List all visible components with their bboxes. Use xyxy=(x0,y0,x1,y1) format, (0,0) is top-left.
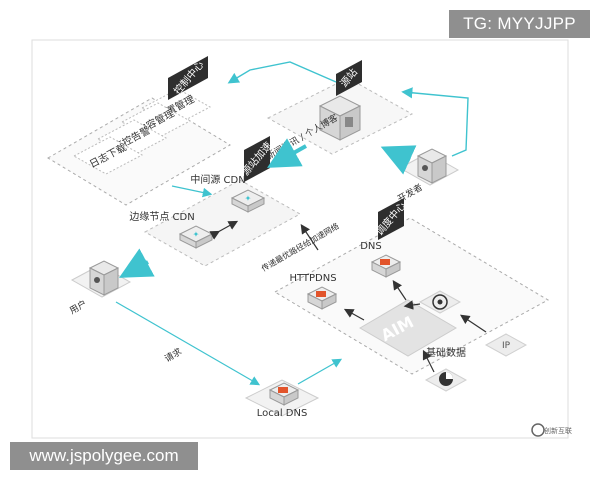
scheduling-group: DNS HTTPDNS AIM IP 基础数据 xyxy=(273,198,550,392)
ip-icon: IP xyxy=(484,333,528,357)
edge-cdn-label: 边缘节点 CDN xyxy=(129,210,194,223)
user-group: 用户 xyxy=(67,260,132,317)
ip-label: IP xyxy=(502,341,511,351)
local-dns-label: Local DNS xyxy=(257,408,308,419)
basic-data-icon xyxy=(424,368,468,392)
mid-cdn-node: ✦ xyxy=(230,189,266,213)
dns-label: DNS xyxy=(360,241,382,252)
mid-cdn-label: 中间源 CDN xyxy=(190,173,245,186)
user-label: 用户 xyxy=(67,297,89,316)
request-label: 请求 xyxy=(162,345,184,364)
local-dns-group: Local DNS xyxy=(244,379,320,419)
mid-cdn-icon: ✦ xyxy=(245,194,252,203)
acceleration-tag: 源站加速 xyxy=(239,136,274,182)
httpdns-node xyxy=(306,286,338,310)
scheduling-panel xyxy=(273,217,550,375)
aim-to-dns-arrow xyxy=(392,280,407,301)
acceleration-panel xyxy=(143,179,302,267)
user-device-icon xyxy=(88,260,120,296)
flow-origin-to-control xyxy=(227,61,337,84)
aim-block: AIM xyxy=(359,299,457,357)
aim-to-httpdns-arrow xyxy=(343,308,365,321)
target-to-aim-arrow xyxy=(403,300,421,310)
flow-accel-to-user xyxy=(118,248,155,278)
watermark-bottom: www.jspolygee.com xyxy=(10,442,198,470)
control-center-tag: 控制中心 xyxy=(168,56,208,100)
edge-cdn-icon: ✦ xyxy=(193,230,200,239)
watermark-top: TG: MYYJJPP xyxy=(449,10,590,38)
basic-data-label: 基础数据 xyxy=(426,346,466,359)
flow-localdns-to-scheduling xyxy=(297,358,343,385)
control-center-group: 配置管理 内容管理 监控告警 日志下载 控制中心 xyxy=(47,56,231,206)
target-icon xyxy=(418,290,462,314)
flow-user-to-localdns xyxy=(115,301,261,386)
flow-control-to-accel xyxy=(171,185,213,198)
local-dns-node xyxy=(268,382,300,406)
basicdata-to-aim-arrow xyxy=(422,349,435,373)
origin-tag: 源站 xyxy=(336,60,362,96)
flow-developer-push xyxy=(380,145,417,175)
origin-group: 新闻资讯 / 个人博客 源站 xyxy=(264,60,414,162)
flow-developer-to-origin xyxy=(401,87,469,157)
ip-to-target-arrow xyxy=(460,314,487,333)
brand-logo: 创新互联 xyxy=(531,423,572,437)
control-item-log: 日志下载 xyxy=(72,136,144,175)
dns-node xyxy=(370,254,402,278)
developer-server-icon xyxy=(416,148,448,184)
httpdns-label: HTTPDNS xyxy=(289,273,336,284)
cdn-bidirectional-arrow xyxy=(209,220,239,240)
flow-origin-to-accel xyxy=(267,138,307,168)
flow-scheduling-to-accel xyxy=(300,224,319,251)
brand-logo-text: 创新互联 xyxy=(544,426,572,435)
frame-border xyxy=(31,39,569,439)
origin-server-icon xyxy=(318,95,362,141)
